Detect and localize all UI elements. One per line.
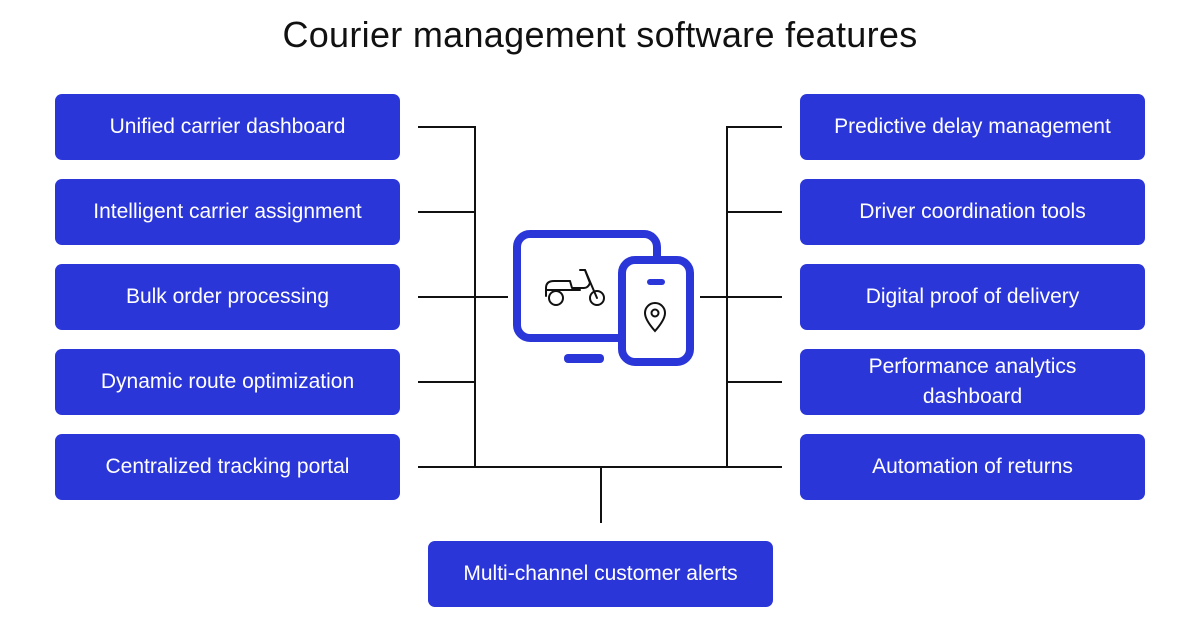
page-title: Courier management software features xyxy=(282,14,918,55)
feature-intelligent-carrier-assignment: Intelligent carrier assignment xyxy=(55,179,400,245)
feature-predictive-delay-management: Predictive delay management xyxy=(800,94,1145,160)
location-pin-icon xyxy=(643,302,667,333)
feature-digital-proof-of-delivery: Digital proof of delivery xyxy=(800,264,1145,330)
device-illustration xyxy=(513,230,694,366)
feature-bulk-order-processing: Bulk order processing xyxy=(55,264,400,330)
feature-automation-of-returns: Automation of returns xyxy=(800,434,1145,500)
scooter-icon xyxy=(545,269,605,306)
phone-icon xyxy=(618,256,694,366)
feature-performance-analytics-dashboard: Performance analytics dashboard xyxy=(800,349,1145,415)
feature-centralized-tracking-portal: Centralized tracking portal xyxy=(55,434,400,500)
feature-unified-carrier-dashboard: Unified carrier dashboard xyxy=(55,94,400,160)
feature-driver-coordination-tools: Driver coordination tools xyxy=(800,179,1145,245)
feature-multi-channel-customer-alerts: Multi-channel customer alerts xyxy=(428,541,773,607)
feature-dynamic-route-optimization: Dynamic route optimization xyxy=(55,349,400,415)
